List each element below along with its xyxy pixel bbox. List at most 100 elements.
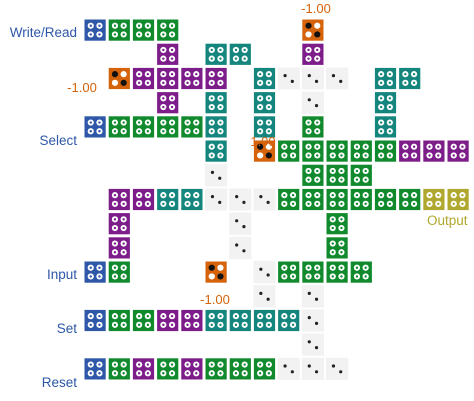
tile-pip-hole xyxy=(113,372,117,375)
wire-cell xyxy=(326,67,349,90)
tile-pip-hole xyxy=(170,105,174,109)
tile-body xyxy=(180,66,204,91)
tile xyxy=(398,139,422,163)
tile-pip-hole xyxy=(210,57,213,60)
tile-pip xyxy=(120,71,127,78)
tile-pip-hole xyxy=(234,57,238,60)
tile-body xyxy=(204,260,228,284)
tile-pip-hole xyxy=(291,202,295,206)
tile xyxy=(107,357,131,381)
tile-pip-hole xyxy=(170,48,174,52)
tile-pip-hole xyxy=(437,193,440,197)
tile-pip-hole xyxy=(186,72,189,76)
tile-pip-hole xyxy=(379,154,383,157)
tile-pip-hole xyxy=(461,154,464,157)
input-label: Input xyxy=(46,267,77,282)
tile xyxy=(252,66,277,91)
tile-pip-hole xyxy=(122,202,125,206)
tile xyxy=(446,139,470,163)
tile-body xyxy=(204,357,228,381)
wire-dot xyxy=(266,273,270,277)
tile xyxy=(446,187,470,212)
tile-pip-hole xyxy=(404,145,407,148)
tile-pip-hole xyxy=(137,372,141,375)
tile xyxy=(422,139,446,163)
wire-dot xyxy=(314,370,319,374)
tile-pip-hole xyxy=(219,323,222,327)
tile-pip-hole xyxy=(170,363,174,366)
tile xyxy=(252,139,277,163)
tile-pip-hole xyxy=(379,193,383,197)
tile xyxy=(156,187,180,212)
tile-body xyxy=(301,163,325,187)
tile-pip-hole xyxy=(331,154,334,157)
tile-pip-hole xyxy=(89,372,92,375)
wire-cell xyxy=(205,188,228,211)
wire-cell xyxy=(301,357,324,380)
tile-pip xyxy=(208,264,215,271)
tile-body xyxy=(156,42,180,66)
tile-body xyxy=(301,18,325,42)
tile-pip-hole xyxy=(412,72,416,76)
tile-pip-hole xyxy=(210,372,213,375)
tile-pip xyxy=(257,143,264,150)
tile-pip-hole xyxy=(170,72,174,76)
tile-pip-hole xyxy=(316,178,319,181)
tile xyxy=(301,163,325,187)
tile-body xyxy=(252,66,277,91)
wire-dot xyxy=(235,219,239,223)
tile xyxy=(398,66,422,91)
tile xyxy=(204,139,228,163)
tile-body xyxy=(156,308,180,333)
tile-pip-hole xyxy=(195,202,198,206)
tile-pip-hole xyxy=(461,145,464,148)
tile-pip-hole xyxy=(307,57,310,60)
tile-pip-hole xyxy=(186,193,189,197)
tile-pip-hole xyxy=(170,314,174,318)
tile-body xyxy=(107,260,131,284)
tile-pip-hole xyxy=(113,218,117,221)
wire-cell xyxy=(253,285,276,308)
tile xyxy=(373,115,398,139)
tile-pip-hole xyxy=(412,145,416,148)
tile-pip-hole xyxy=(170,24,174,27)
tile-pip-hole xyxy=(137,314,141,318)
tile-pip-hole xyxy=(210,72,213,76)
tile-body xyxy=(301,139,325,163)
tile-pip-hole xyxy=(234,363,238,366)
tile-pip-hole xyxy=(388,81,392,85)
tile-pip-hole xyxy=(388,97,392,100)
tile-pip xyxy=(120,79,127,86)
tile-body xyxy=(83,18,107,42)
tile-body xyxy=(204,139,228,163)
tile xyxy=(228,42,252,66)
tile-pip-hole xyxy=(137,121,141,124)
tile-pip-hole xyxy=(113,251,117,254)
wire-dot xyxy=(307,340,311,344)
tile-body xyxy=(131,308,156,333)
tile-pip-hole xyxy=(283,145,286,148)
tile-pip-hole xyxy=(428,193,431,197)
tile-pip-hole xyxy=(89,33,92,36)
tile-pip-hole xyxy=(122,121,125,124)
tile-pip-hole xyxy=(122,314,125,318)
tile-pip-hole xyxy=(364,154,367,157)
tile-pip xyxy=(257,152,264,159)
tile-body xyxy=(446,187,470,212)
tile-pip-hole xyxy=(219,97,222,100)
tile xyxy=(228,308,252,333)
tile-pip-hole xyxy=(162,57,165,60)
tile xyxy=(325,139,349,163)
tile-pip-hole xyxy=(186,314,189,318)
tile xyxy=(131,18,156,42)
tile-body xyxy=(131,66,156,91)
tile-body xyxy=(277,308,301,333)
tile-pip-hole xyxy=(340,266,343,269)
wire-dot xyxy=(307,73,311,78)
tile-pip-hole xyxy=(162,314,165,318)
tile xyxy=(131,115,156,139)
tile-pip-hole xyxy=(98,121,101,124)
tile-body xyxy=(349,260,373,284)
tile-pip-hole xyxy=(316,57,319,60)
